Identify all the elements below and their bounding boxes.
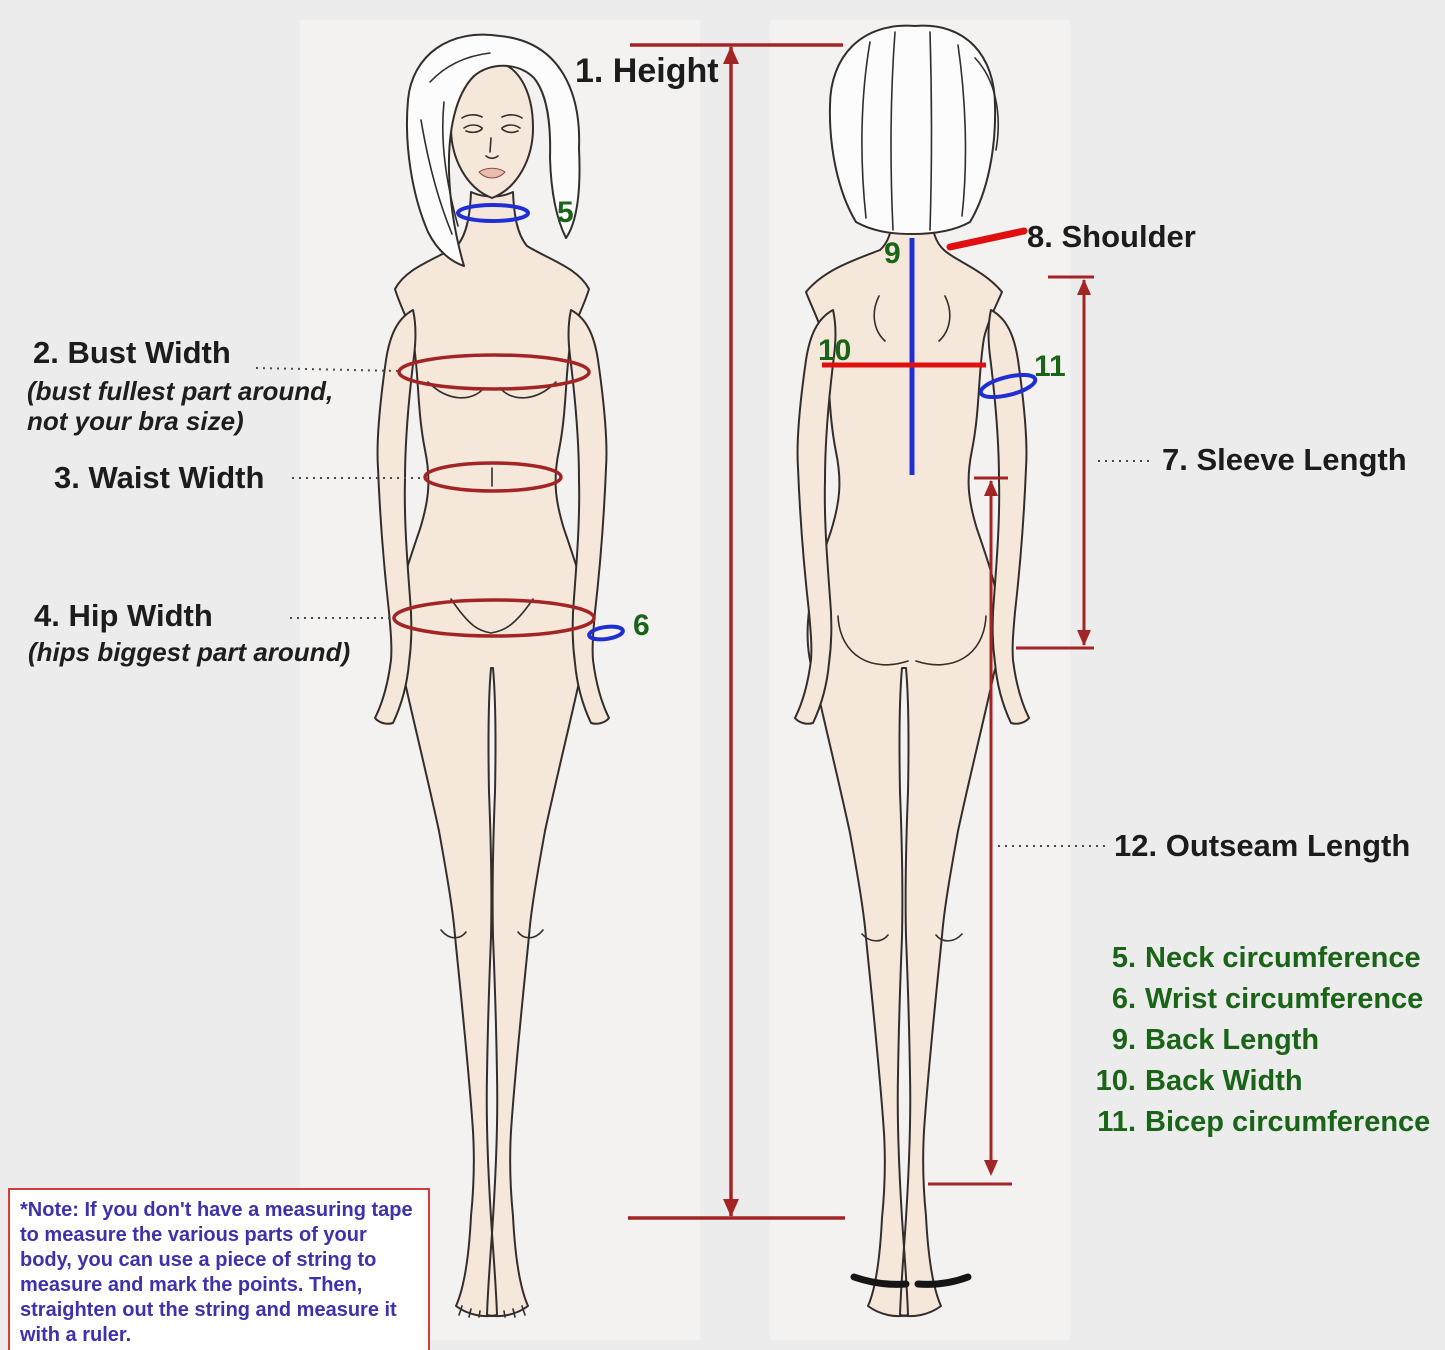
legend-item-wrist: 6. Wrist circumference (1086, 983, 1430, 1015)
front-measures (255, 203, 625, 642)
bicep-marker-number: 11 (1034, 350, 1066, 383)
note-text-line: straighten out the string and measure it (20, 1299, 397, 1321)
back-knee-contour (861, 933, 963, 942)
legend-label: Back Length (1145, 1024, 1320, 1056)
legend-item-back-width: 10. Back Width (1086, 1065, 1430, 1097)
shoulder-line (946, 227, 1028, 251)
legend-item-bicep: 11. Bicep circumference (1086, 1106, 1430, 1138)
sleeve-arrow-up (1077, 279, 1091, 295)
hip-width-label: 4. Hip Width (34, 598, 213, 633)
legend-label: Back Width (1145, 1065, 1303, 1097)
height-label: 1. Height (575, 52, 719, 90)
lips (478, 167, 506, 179)
legend-item-back-length: 9. Back Length (1086, 1024, 1430, 1056)
waist-width-ellipse (423, 461, 563, 493)
note-text-line: measure and mark the points. Then, (20, 1274, 363, 1296)
legend-label: Wrist circumference (1145, 983, 1424, 1015)
note-text-line: to measure the various parts of your (20, 1224, 367, 1246)
knee-contour (440, 929, 544, 939)
legend-number: 11. (1097, 1106, 1136, 1138)
hip-contour (450, 598, 534, 634)
measurement-legend: 5. Neck circumference 6. Wrist circumfer… (1086, 942, 1431, 1147)
back-width-marker-number: 10 (818, 334, 852, 367)
note-text-line: with a ruler. (20, 1324, 132, 1346)
outseam-length-label: 12. Outseam Length (1114, 828, 1411, 863)
bust-width-label: 2. Bust Width (33, 335, 231, 370)
buttock-contour (837, 615, 987, 666)
front-figure (374, 33, 610, 1318)
height-measure (628, 43, 845, 1220)
neck-circumference-ellipse (456, 203, 530, 223)
hip-width-subtext: (hips biggest part around) (28, 637, 351, 667)
waist-width-label: 3. Waist Width (54, 460, 265, 495)
bust-width-subtext-line1: (bust fullest part around, (27, 376, 334, 406)
bust-width-ellipse (397, 353, 591, 391)
nose (485, 137, 499, 160)
shoulder-label: 8. Shoulder (1027, 219, 1196, 254)
back-length-marker-number: 9 (884, 237, 901, 270)
shoulder-blade-contour (873, 295, 951, 342)
left-eyebrow (461, 114, 483, 119)
back-figure (794, 24, 1030, 1318)
outseam-arrow-down (984, 1160, 998, 1176)
neck-marker-number: 5 (557, 196, 574, 229)
sleeve-length-label: 7. Sleeve Length (1162, 442, 1407, 477)
legend-label: Neck circumference (1145, 942, 1421, 974)
right-heel-shoe (914, 1273, 972, 1288)
legend-number: 5. (1111, 942, 1136, 974)
back-measures (822, 227, 1154, 1186)
wrist-marker-number: 6 (633, 609, 650, 642)
left-eye (463, 124, 483, 134)
measuring-tape-note: *Note: If you don't have a measuring tap… (8, 1188, 430, 1350)
bust-width-subtext-line2: not your bra size) (27, 406, 244, 436)
legend-number: 9. (1111, 1024, 1136, 1056)
wrist-circumference-ellipse (587, 624, 625, 642)
left-heel-shoe (850, 1273, 910, 1288)
height-arrow-down (723, 1199, 739, 1217)
sleeve-arrow-down (1077, 630, 1091, 646)
bicep-circumference-ellipse (978, 372, 1038, 400)
height-arrow-up (723, 46, 739, 64)
toes-contour (458, 1305, 526, 1318)
legend-label: Bicep circumference (1145, 1106, 1431, 1138)
legend-number: 6. (1111, 983, 1136, 1015)
right-eye (501, 124, 521, 134)
legend-number: 10. (1095, 1065, 1136, 1097)
bust-leader-line (255, 367, 401, 372)
legend-item-neck: 5. Neck circumference (1086, 942, 1430, 974)
hip-width-ellipse (392, 598, 596, 638)
outseam-arrow-up (984, 480, 998, 496)
right-eyebrow (501, 114, 523, 119)
note-text-line: *Note: If you don't have a measuring tap… (20, 1199, 413, 1221)
note-text-line: body, you can use a piece of string to (20, 1249, 377, 1271)
